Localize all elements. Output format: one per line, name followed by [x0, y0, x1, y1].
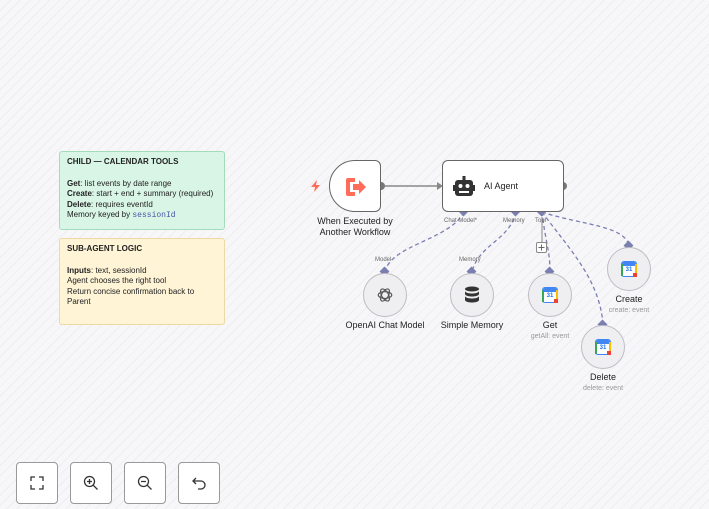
note-line-get: Get: list events by date range: [67, 178, 172, 188]
note-line-return: Return concise confirmation back to Pare…: [67, 286, 195, 307]
openai-chat-model-node[interactable]: [363, 273, 407, 317]
ai-agent-label: AI Agent: [484, 181, 519, 191]
add-tool-button[interactable]: [536, 242, 547, 253]
note-line-memory: Memory keyed by sessionId: [67, 210, 176, 220]
trigger-node[interactable]: [329, 160, 381, 212]
zoom-in-icon: [83, 475, 98, 490]
openai-chat-model-label: OpenAI Chat Model: [345, 320, 425, 330]
robot-icon: [453, 176, 475, 196]
fit-view-icon: [30, 476, 44, 490]
simple-memory-node[interactable]: [450, 273, 494, 317]
create-label: Create: [615, 294, 643, 304]
note-line-delete: Delete: requires eventId: [67, 199, 153, 209]
create-sublabel: create: event: [608, 307, 650, 314]
note-title: SUB-AGENT LOGIC: [67, 244, 143, 253]
google-calendar-icon: 31: [595, 340, 611, 355]
connection-arrow: [437, 182, 443, 190]
note-title: CHILD — CALENDAR TOOLS: [67, 157, 179, 166]
delete-sublabel: delete: event: [582, 385, 624, 392]
google-calendar-icon: 31: [621, 262, 637, 277]
undo-icon: [192, 477, 206, 490]
memory-connection: [471, 211, 517, 273]
sticky-note-calendar-tools[interactable]: CHILD — CALENDAR TOOLS Get: list events …: [59, 151, 225, 230]
zoom-out-button[interactable]: [124, 462, 166, 504]
delete-label: Delete: [589, 372, 616, 382]
fit-view-button[interactable]: [16, 462, 58, 504]
port-label-chat-model: Chat Model*: [444, 218, 478, 224]
trigger-label: When Executed by Another Workflow: [317, 216, 393, 237]
lightning-icon: [311, 180, 320, 192]
sticky-note-subagent-logic[interactable]: SUB-AGENT LOGIC Inputs: text, sessionId …: [59, 238, 225, 325]
tool-delete-connection: [541, 211, 604, 326]
simple-memory-label: Simple Memory: [440, 320, 504, 330]
openai-icon: [377, 288, 393, 302]
plus-icon: [538, 244, 545, 251]
ai-agent-node[interactable]: AI Agent: [442, 160, 564, 212]
database-icon: [465, 286, 479, 303]
create-event-node[interactable]: 31: [607, 247, 651, 291]
google-calendar-icon: 31: [542, 288, 558, 303]
note-line-create: Create: start + end + summary (required): [67, 189, 214, 198]
port-label-memory-in: Memory: [459, 257, 481, 263]
model-connection: [384, 211, 465, 273]
port-label-tool: Tool: [535, 218, 547, 224]
port-label-model: Model: [375, 257, 392, 263]
note-line-agent: Agent chooses the right tool: [67, 276, 167, 285]
zoom-out-icon: [137, 475, 152, 490]
zoom-in-button[interactable]: [70, 462, 112, 504]
note-line-inputs: Inputs: text, sessionId: [67, 265, 147, 275]
port-label-memory: Memory: [503, 218, 525, 224]
tool-create-connection: [541, 211, 630, 247]
delete-event-node[interactable]: 31: [581, 325, 625, 369]
undo-button[interactable]: [178, 462, 220, 504]
get-sublabel: getAll: event: [530, 333, 570, 340]
execute-workflow-trigger-icon: [346, 178, 366, 196]
get-label: Get: [542, 320, 558, 330]
get-events-node[interactable]: 31: [528, 273, 572, 317]
